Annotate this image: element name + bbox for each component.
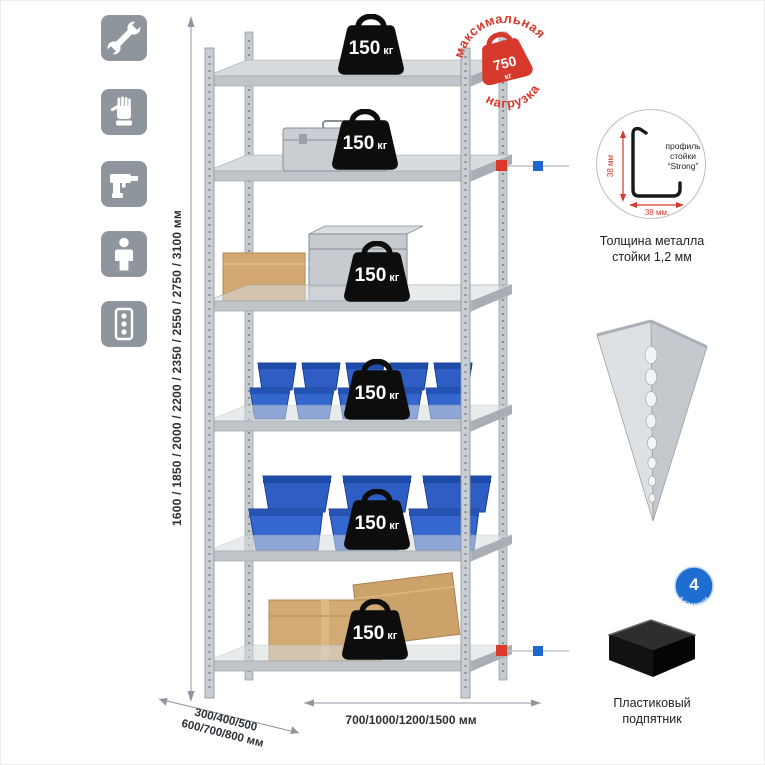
blue-marker-bottom (533, 646, 543, 656)
profile-callout-connector (496, 160, 569, 171)
shelf-load-value: 150 (354, 383, 387, 404)
profile-caption: Толщина металла стойки 1,2 мм (599, 234, 705, 265)
profile-detail-circle: 38 мм 38 мм. профиль стойки “Strong” (596, 109, 706, 219)
shelf-load-unit: кг (387, 630, 398, 642)
feature-tile-level (101, 301, 147, 347)
shelf-load-value: 150 (354, 265, 387, 286)
shelf-load-value: 150 (348, 38, 381, 59)
shelf-load-value: 150 (342, 133, 375, 154)
shelf-load-unit: кг (383, 45, 394, 57)
shelf-load-unit: кг (389, 390, 400, 402)
rack-front-posts (204, 47, 471, 699)
stamp-unit: кг (503, 71, 513, 82)
angle-post-image (596, 319, 708, 522)
profile-label-1: профиль (665, 141, 701, 151)
level-icon (114, 307, 134, 341)
heights-dimension-line (187, 16, 195, 702)
shelf-load-value: 150 (354, 513, 387, 534)
plastic-foot-image: 4 в комплекте (607, 566, 714, 677)
shelf-load-unit: кг (389, 272, 400, 284)
profile-label-3: “Strong” (668, 161, 699, 171)
stamp-weight-body (482, 38, 533, 86)
width-dimension-label: 700/1000/1200/1500 мм (345, 713, 477, 727)
person-icon (115, 237, 133, 271)
depth-dimension-line (158, 698, 300, 734)
red-marker-top (496, 160, 507, 171)
badge-count: 4 (689, 575, 699, 594)
shelf-load-value: 150 (352, 623, 385, 644)
feature-tile-drill (101, 161, 147, 207)
profile-label-2: стойки (670, 151, 696, 161)
shelf-load-unit: кг (389, 520, 400, 532)
red-marker-bottom (496, 645, 507, 656)
stamp-value: 750 (491, 52, 518, 73)
drill-icon (110, 174, 138, 198)
shelf-6 (206, 572, 513, 672)
feature-tile-person (101, 231, 147, 277)
gloves-icon (110, 96, 132, 126)
max-load-stamp: максимальная нагрузка 750 кг (446, 5, 551, 117)
profile-cross-section (631, 126, 682, 198)
width-dimension-line (304, 699, 541, 707)
rack-back-posts (244, 31, 508, 681)
profile-dim-vertical: 38 мм (606, 155, 615, 177)
stamp-weight-handle (486, 32, 514, 47)
wrench-icon (105, 19, 143, 57)
feature-tile-gloves (101, 89, 147, 135)
shelf-load-unit: кг (377, 140, 388, 152)
foot-callout-connector (496, 645, 569, 656)
included-count-badge: 4 в комплекте (674, 566, 714, 608)
blue-marker-top (533, 161, 543, 171)
feature-tile-tools (101, 15, 147, 61)
profile-section-drawing: 38 мм 38 мм. профиль стойки “Strong” (606, 126, 701, 217)
post-perforations (644, 346, 658, 503)
foot-caption: Пластиковый подпятник (613, 696, 691, 727)
profile-dim-horizontal: 38 мм. (645, 208, 669, 217)
